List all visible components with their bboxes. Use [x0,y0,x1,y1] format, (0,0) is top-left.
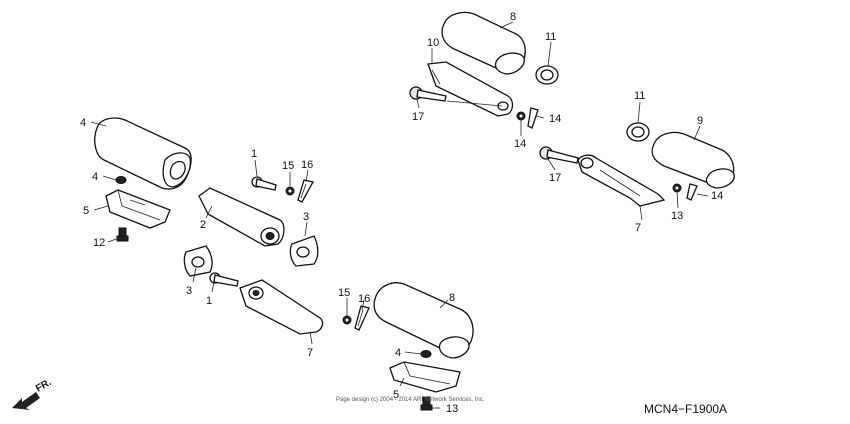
pin-17-right [539,146,579,164]
washer-11-upper [535,65,559,85]
bottom-footpeg-bolt-12 [420,396,433,411]
callout-8-right: 9 [697,115,703,127]
passenger-rubber-8-upper [441,11,526,75]
bottom-footpeg-washer-4 [420,350,432,358]
callout-1-lower: 1 [206,295,212,307]
callout-11-right: 11 [634,90,645,102]
callout-7-bottom: 8 [449,292,455,304]
callout-4-bottom: 4 [395,347,401,359]
front-arrow-label: FR. [34,377,54,395]
callout-8-upper: 8 [510,11,516,23]
front-direction-arrow: FR. [12,377,54,410]
callout-1-upper: 1 [251,148,257,160]
left-footpeg-bolt-12 [116,227,129,242]
passenger-rubber-8-right [651,131,735,189]
callout-16-upper: 16 [301,159,313,171]
bottom-footpeg-rubber-7 [373,282,474,359]
collar-3-right [289,235,319,267]
callout-2: 2 [200,219,206,231]
callout-12-left: 12 [93,237,105,249]
pin-1-upper [251,176,277,191]
callout-7-left: 4 [80,117,86,129]
callout-3-left: 3 [186,285,192,297]
washer-13-upper [516,111,526,121]
washer-11-right [626,122,650,142]
left-footpeg-base-5 [105,189,171,229]
callout-15-upper: 14 [549,113,561,125]
passenger-bracket-10 [577,154,666,207]
cotter-pin-15-right [686,183,698,201]
callout-4-left: 4 [92,171,98,183]
callout-5-left: 5 [83,205,89,217]
callout-16-lower: 16 [358,293,370,305]
callout-14-upper: 15 [282,160,294,172]
diagram-code: MCN4−F1900A [644,402,727,416]
callout-17-upper: 17 [412,111,424,123]
callout-14-lower: 15 [338,287,350,299]
cotter-pin-15-upper [527,107,539,129]
passenger-bracket-9 [427,61,514,117]
bottom-footpeg-base-5 [389,361,461,393]
callout-15-right: 14 [711,190,723,202]
callout-13-upper: 14 [514,138,526,150]
copyright-watermark: Page design (c) 2004 - 2014 ARI Network … [336,397,485,403]
callout-11-upper: 11 [545,31,556,43]
left-footpeg-washer-4 [115,176,127,184]
rear-bracket-6 [239,279,324,335]
cotter-pin-16-lower [354,305,370,331]
washer-14-upper [285,186,295,196]
callout-3-right: 3 [303,211,309,223]
washer-13-right [672,183,682,193]
callout-13-right: 13 [671,210,683,222]
cotter-pin-16-upper [297,179,314,203]
callout-10: 7 [635,222,641,234]
pin-1-lower [209,272,239,287]
callout-labels: 4 4 5 12 1 15 16 2 3 3 1 7 15 16 8 4 5 1… [80,11,723,415]
left-footpeg-rubber [94,117,192,190]
collar-3-left [183,245,213,277]
callout-17-right: 17 [549,172,561,184]
callout-9: 10 [427,37,439,49]
callout-5-bottom: 5 [393,389,399,401]
leader-lines [90,21,709,409]
callout-12-bottom: 13 [446,403,458,415]
front-bracket-2 [198,187,285,247]
callout-6: 7 [307,347,313,359]
pin-17-upper [409,86,447,102]
washer-14-lower [342,315,352,325]
